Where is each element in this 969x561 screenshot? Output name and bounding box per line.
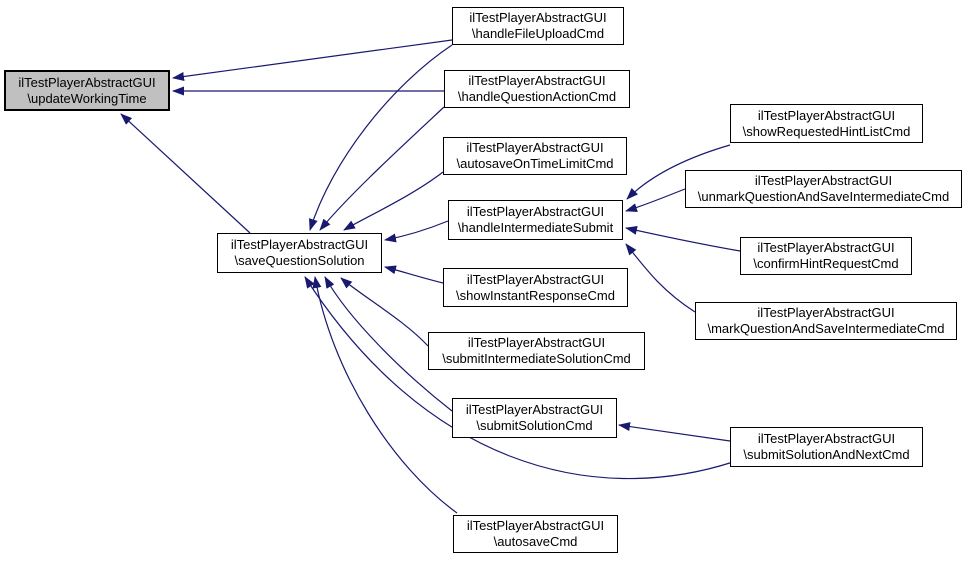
node-showInstantResponseCmd[interactable]: ilTestPlayerAbstractGUI \showInstantResp…	[443, 268, 628, 307]
node-handleIntermediateSubmit[interactable]: ilTestPlayerAbstractGUI \handleIntermedi…	[448, 200, 623, 240]
node-method-name: \showInstantResponseCmd	[456, 287, 615, 303]
node-method-name: \autosaveOnTimeLimitCmd	[456, 156, 614, 171]
node-method-name: \markQuestionAndSaveIntermediateCmd	[707, 321, 945, 336]
edge-showInstantResponseCmd-to-saveQuestionSolution	[384, 265, 444, 284]
edge-handleFileUploadCmd-to-updateWorkingTime	[172, 39, 453, 81]
node-submitSolutionAndNextCmd[interactable]: ilTestPlayerAbstractGUI \submitSolutionA…	[730, 427, 923, 467]
edge-handleFileUploadCmd-to-saveQuestionSolution	[309, 44, 453, 231]
node-class-name: ilTestPlayerAbstractGUI	[757, 305, 895, 320]
edge-autosaveCmd-to-saveQuestionSolution	[312, 276, 458, 514]
node-class-name: ilTestPlayerAbstractGUI	[466, 271, 605, 287]
node-class-name: ilTestPlayerAbstractGUI	[469, 10, 607, 25]
node-updateWorkingTime: ilTestPlayerAbstractGUI \updateWorkingTi…	[4, 70, 170, 111]
node-method-name: \updateWorkingTime	[27, 90, 147, 106]
node-class-name: ilTestPlayerAbstractGUI	[18, 74, 156, 90]
node-class-name: ilTestPlayerAbstractGUI	[468, 73, 606, 88]
node-class-name: ilTestPlayerAbstractGUI	[754, 173, 893, 188]
node-class-name: ilTestPlayerAbstractGUI	[757, 107, 896, 123]
node-class-name: ilTestPlayerAbstractGUI	[466, 204, 605, 219]
edge-handleQuestionActionCmd-to-saveQuestionSolution	[319, 106, 445, 231]
node-class-name: ilTestPlayerAbstractGUI	[230, 237, 369, 252]
node-method-name: \submitIntermediateSolutionCmd	[442, 351, 631, 366]
node-autosaveOnTimeLimitCmd[interactable]: ilTestPlayerAbstractGUI \autosaveOnTimeL…	[443, 137, 627, 175]
node-class-name: ilTestPlayerAbstractGUI	[465, 402, 604, 417]
node-method-name: \submitSolutionAndNextCmd	[743, 447, 910, 462]
edge-confirmHintRequestCmd-to-handleIntermediateSubmit	[625, 225, 741, 252]
node-class-name: ilTestPlayerAbstractGUI	[466, 518, 605, 533]
node-autosaveCmd[interactable]: ilTestPlayerAbstractGUI \autosaveCmd	[453, 515, 618, 553]
edge-submitSolutionAndNextCmd-to-saveQuestionSolution	[304, 276, 734, 480]
edge-saveQuestionSolution-to-updateWorkingTime	[120, 113, 251, 234]
node-confirmHintRequestCmd[interactable]: ilTestPlayerAbstractGUI \confirmHintRequ…	[740, 237, 912, 275]
node-method-name: \showRequestedHintListCmd	[742, 123, 911, 139]
edge-markQuestionAndSaveIntermediateCmd-to-handleIntermediateSubmit	[625, 243, 696, 313]
node-method-name: \unmarkQuestionAndSaveIntermediateCmd	[697, 189, 950, 204]
node-handleFileUploadCmd[interactable]: ilTestPlayerAbstractGUI \handleFileUploa…	[452, 7, 624, 45]
edge-handleIntermediateSubmit-to-saveQuestionSolution	[384, 220, 449, 243]
node-saveQuestionSolution[interactable]: ilTestPlayerAbstractGUI \saveQuestionSol…	[217, 233, 382, 273]
node-class-name: ilTestPlayerAbstractGUI	[757, 240, 895, 255]
node-method-name: \saveQuestionSolution	[234, 253, 365, 268]
node-markQuestionAndSaveIntermediateCmd[interactable]: ilTestPlayerAbstractGUI \markQuestionAnd…	[695, 302, 957, 340]
node-class-name: ilTestPlayerAbstractGUI	[466, 140, 604, 155]
node-method-name: \handleIntermediateSubmit	[457, 220, 614, 235]
node-method-name: \autosaveCmd	[493, 534, 578, 549]
edge-submitSolutionCmd-to-saveQuestionSolution	[324, 276, 453, 412]
node-class-name: ilTestPlayerAbstractGUI	[467, 335, 606, 350]
node-method-name: \handleFileUploadCmd	[471, 26, 605, 41]
node-method-name: \submitSolutionCmd	[476, 418, 593, 433]
node-handleQuestionActionCmd[interactable]: ilTestPlayerAbstractGUI \handleQuestionA…	[444, 70, 630, 108]
node-class-name: ilTestPlayerAbstractGUI	[757, 431, 896, 446]
node-method-name: \handleQuestionActionCmd	[457, 89, 617, 104]
node-submitSolutionCmd[interactable]: ilTestPlayerAbstractGUI \submitSolutionC…	[452, 398, 617, 438]
edge-unmarkQuestionAndSaveIntermediateCmd-to-handleIntermediateSubmit	[625, 188, 686, 212]
node-method-name: \confirmHintRequestCmd	[753, 256, 899, 271]
node-submitIntermediateSolutionCmd[interactable]: ilTestPlayerAbstractGUI \submitIntermedi…	[428, 332, 645, 370]
edge-submitIntermediateSolutionCmd-to-saveQuestionSolution	[340, 277, 429, 347]
edge-autosaveOnTimeLimitCmd-to-saveQuestionSolution	[343, 171, 444, 231]
node-unmarkQuestionAndSaveIntermediateCmd[interactable]: ilTestPlayerAbstractGUI \unmarkQuestionA…	[685, 170, 962, 208]
edge-showRequestedHintListCmd-to-handleIntermediateSubmit	[626, 144, 731, 200]
node-showRequestedHintListCmd[interactable]: ilTestPlayerAbstractGUI \showRequestedHi…	[730, 104, 923, 143]
edge-submitSolutionAndNextCmd-to-submitSolutionCmd	[618, 422, 731, 442]
